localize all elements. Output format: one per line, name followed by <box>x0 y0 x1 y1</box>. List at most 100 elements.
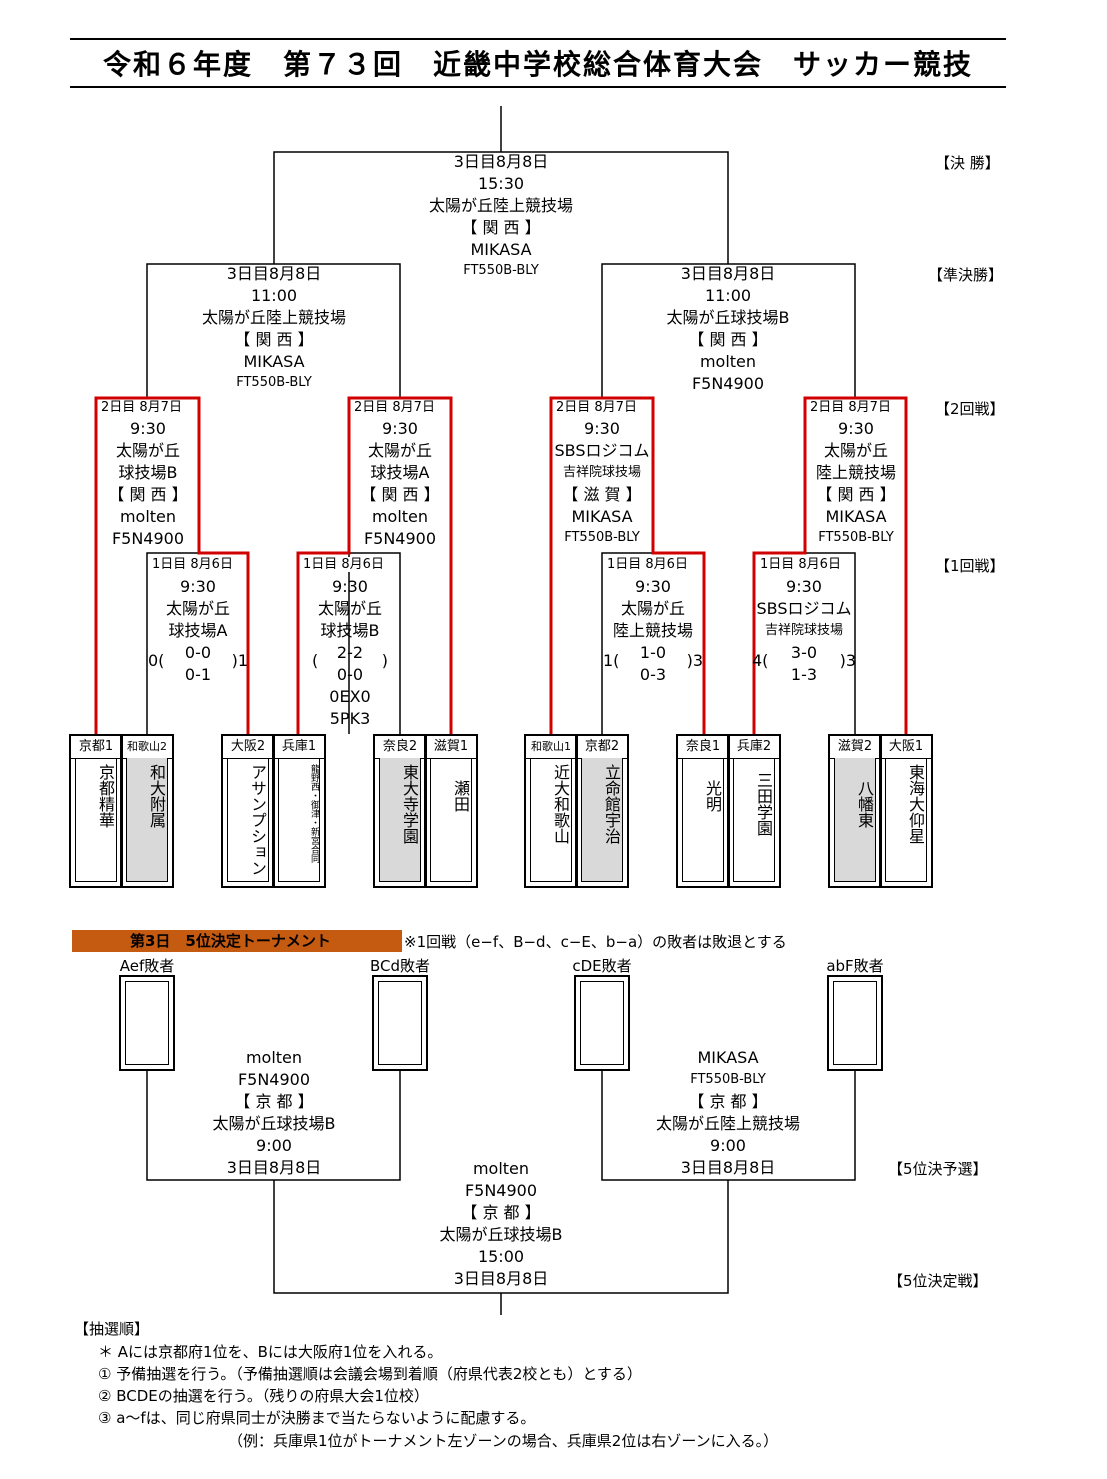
team-pref: 奈良2 <box>375 736 425 759</box>
match-ball-model: F5N4900 <box>363 529 437 548</box>
match-ball: MIKASA <box>243 352 305 371</box>
match-time: 9:30 <box>838 419 874 438</box>
match-venue-sub: 球技場A <box>168 621 228 640</box>
r1-2-header: 1日目 8月6日 <box>301 557 386 572</box>
score-half1: 3-0 <box>790 643 818 662</box>
match-ball: molten <box>245 1048 303 1067</box>
match-time: 11:00 <box>250 286 298 305</box>
loser-label-1: Aef敗者 <box>119 957 175 975</box>
team-slot-2: 和歌山2 和大附属 <box>120 734 174 888</box>
match-venue-sub: 陸上競技場 <box>815 463 896 482</box>
match-ball: MIKASA <box>697 1048 759 1067</box>
match-ball-model: FT550B-BLY <box>236 375 312 390</box>
r2-2-match-info: 9:30 太陽が丘 球技場A 【 関 西 】 molten F5N4900 <box>350 418 450 550</box>
team-slot-12: 大阪1 東海大仰星 <box>879 734 933 888</box>
r1-1-header: 1日目 8月6日 <box>150 557 235 572</box>
team-slot-11: 滋賀2 八幡東 <box>828 734 882 888</box>
match-ball: molten <box>119 507 177 526</box>
page-title-frame: 令和６年度 第７３回 近畿中学校総合体育大会 サッカー競技 <box>70 38 1006 88</box>
team-name: 立命館宇治 <box>602 764 621 844</box>
match-venue: 太陽が丘陸上競技場 <box>201 308 346 327</box>
match-region: 【 滋 賀 】 <box>562 485 642 504</box>
round-label-5th-final: 【5位決定戦】 <box>888 1272 988 1290</box>
match-venue: SBSロジコム <box>756 599 852 618</box>
footer-line-4: ③ a～fは、同じ府県同士が決勝まで当たらないように配慮する。 <box>98 1409 536 1427</box>
r2-4-match-info: 9:30 太陽が丘 陸上競技場 【 関 西 】 MIKASA FT550B-BL… <box>802 418 910 548</box>
fifth-place-banner: 第3日 5位決定トーナメント <box>72 930 402 952</box>
match-region: 【 関 西 】 <box>108 485 188 504</box>
match-region: 【 関 西 】 <box>234 330 314 349</box>
footer-heading: 【抽選順】 <box>74 1320 150 1338</box>
match-venue: 太陽が丘 <box>367 441 432 460</box>
match-time: 9:30 <box>332 577 368 596</box>
team-pref: 京都2 <box>577 736 627 759</box>
footer-line-5: （例：兵庫県1位がトーナメント左ゾーンの場合、兵庫県2位は右ゾーンに入る。） <box>228 1432 779 1450</box>
match-region: 【 関 西 】 <box>461 218 541 237</box>
score-half1: 1-0 <box>639 643 667 662</box>
team-pref: 兵庫2 <box>729 736 779 759</box>
footer-line-3: ② BCDEの抽選を行う。（残りの府県大会1位校） <box>98 1387 429 1405</box>
match-time: 9:30 <box>382 419 418 438</box>
team-name: 瀬田 <box>451 780 470 812</box>
match-venue-sub: 吉祥院球技場 <box>764 623 843 638</box>
loser-label-4: abF敗者 <box>826 957 884 975</box>
team-name: アサンプション <box>248 764 267 876</box>
page-title: 令和６年度 第７３回 近畿中学校総合体育大会 サッカー競技 <box>102 48 973 81</box>
match-region: 【 京 都 】 <box>461 1203 541 1222</box>
match-venue: 太陽が丘球技場B <box>212 1114 336 1133</box>
loser-label-2: BCd敗者 <box>369 957 431 975</box>
score-left: 1( <box>603 651 620 670</box>
match-venue-sub: 球技場A <box>370 463 430 482</box>
match-time: 15:00 <box>477 1247 525 1266</box>
score-pk: 5PK3 <box>329 709 371 728</box>
team-name: 三田学園 <box>754 772 773 836</box>
r1-4-header: 1日目 8月6日 <box>758 557 843 572</box>
match-time: 15:30 <box>477 174 525 193</box>
final-match-info: 3日目8月8日 15:30 太陽が丘陸上競技場 【 関 西 】 MIKASA F… <box>400 151 602 281</box>
team-pref: 滋賀2 <box>830 736 880 759</box>
team-slot-6: 滋賀1 瀬田 <box>424 734 478 888</box>
footer-line-1: ＊ Aには京都府1位を、Bには大阪府1位を入れる。 <box>98 1343 443 1361</box>
team-slot-1: 京都1 京都精華 <box>69 734 123 888</box>
match-ball: MIKASA <box>470 240 532 259</box>
match-venue: 太陽が丘球技場B <box>439 1225 563 1244</box>
match-day: 3日目8月8日 <box>680 1158 776 1177</box>
match-ball: MIKASA <box>571 507 633 526</box>
score-half1: 0-0 <box>184 643 212 662</box>
score-right: )1 <box>231 651 248 670</box>
match-venue: 太陽が丘 <box>317 599 382 618</box>
match-day: 3日目8月8日 <box>680 264 776 283</box>
fifth-right-match-info: MIKASA FT550B-BLY 【 京 都 】 太陽が丘陸上競技場 9:00… <box>614 1047 842 1179</box>
match-ball: MIKASA <box>825 507 887 526</box>
team-slot-10: 兵庫2 三田学園 <box>727 734 781 888</box>
team-slot-5: 奈良2 東大寺学園 <box>373 734 427 888</box>
match-time: 9:30 <box>180 577 216 596</box>
match-venue: 太陽が丘 <box>620 599 685 618</box>
match-day: 3日目8月8日 <box>453 152 549 171</box>
match-venue: SBSロジコム <box>554 441 650 460</box>
match-ball-model: FT550B-BLY <box>463 263 539 278</box>
match-time: 9:00 <box>710 1136 746 1155</box>
match-venue-sub: 球技場B <box>320 621 380 640</box>
match-region: 【 京 都 】 <box>688 1092 768 1111</box>
team-name: 和大附属 <box>147 764 166 828</box>
match-ball-model: F5N4900 <box>464 1181 538 1200</box>
team-name: 八幡東 <box>855 780 874 828</box>
match-venue: 太陽が丘 <box>823 441 888 460</box>
match-ball-model: FT550B-BLY <box>818 530 894 545</box>
score-half2: 0-1 <box>184 665 212 684</box>
match-time: 11:00 <box>704 286 752 305</box>
team-slot-8: 京都2 立命館宇治 <box>575 734 629 888</box>
team-slot-3: 大阪2 アサンプション <box>221 734 275 888</box>
round-label-r2: 【2回戦】 <box>935 400 1005 418</box>
match-venue: 太陽が丘球技場B <box>666 308 790 327</box>
team-name: 東海大仰星 <box>906 764 925 844</box>
round-label-r1: 【1回戦】 <box>935 557 1005 575</box>
match-day: 3日目8月8日 <box>453 1269 549 1288</box>
loser-label-3: cDE敗者 <box>572 957 632 975</box>
match-day: 3日目8月8日 <box>226 1158 322 1177</box>
